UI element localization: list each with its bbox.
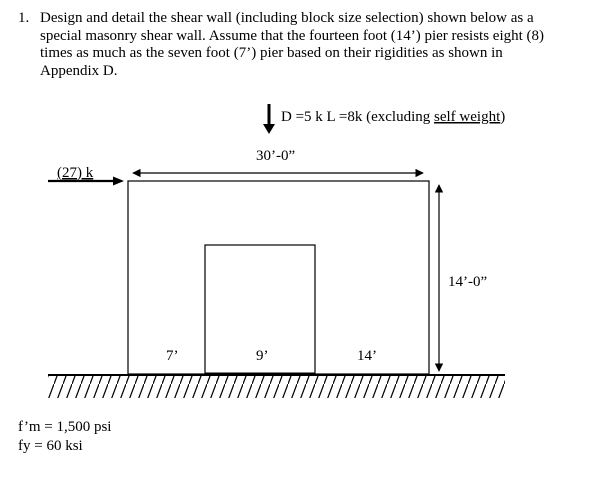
problem-text: Design and detail the shear wall (includ… (40, 10, 593, 80)
lateral-load-arrow (48, 176, 124, 186)
gravity-load-arrow (263, 104, 275, 134)
problem-line-3: times as much as the seven foot (7’) pie… (40, 45, 503, 61)
gravity-load-label: D =5 k L =8k (excluding self weight) (281, 109, 505, 125)
problem-line-4: Appendix D. (40, 62, 118, 79)
self-weight-text: self weight (434, 109, 501, 125)
right-pier-label: 14’ (357, 348, 377, 364)
problem-statement: 1. Design and detail the shear wall (inc… (18, 10, 593, 80)
problem-line-2: special masonry shear wall. Assume that … (40, 27, 545, 44)
material-properties: f’m = 1,500 psi fy = 60 ksi (18, 418, 111, 456)
lateral-load-label: (27) k (57, 165, 94, 181)
steel-yield-strength: fy = 60 ksi (18, 438, 83, 454)
wall-width-label: 30’-0” (256, 148, 295, 164)
masonry-strength: f’m = 1,500 psi (18, 419, 112, 435)
problem-line-1: Design and detail the shear wall (includ… (40, 10, 534, 26)
ground (48, 374, 505, 398)
opening-width-label: 9’ (256, 348, 269, 364)
left-pier-label: 7’ (166, 348, 179, 364)
wall-height-label: 14’-0” (448, 274, 487, 290)
problem-number: 1. (18, 10, 30, 26)
